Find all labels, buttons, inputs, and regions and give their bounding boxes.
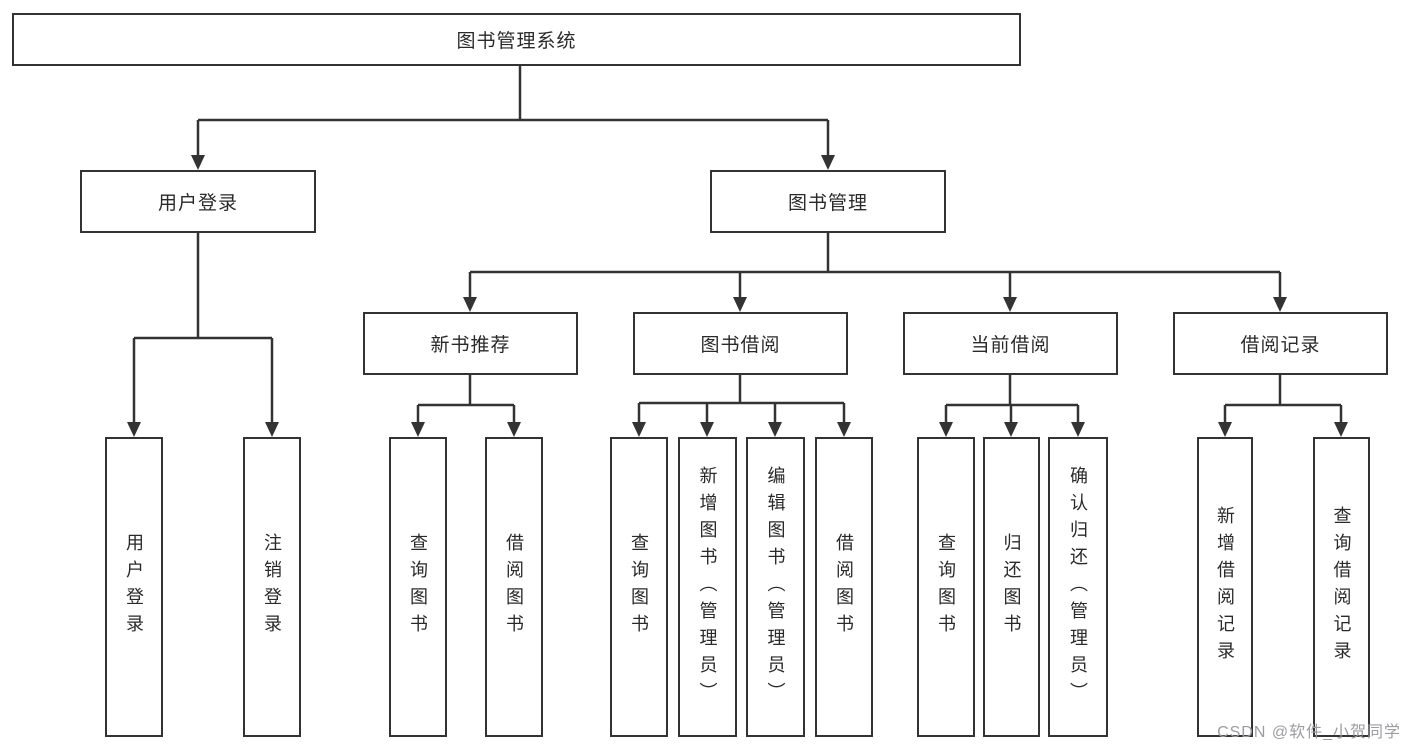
connector-current-to-leaves xyxy=(944,375,1080,423)
leaf-borrowing-query-books-label: 查询图书 xyxy=(629,533,649,641)
leaf-records-query-record: 查询借阅记录 xyxy=(1313,437,1370,737)
leaf-current-confirm-return-admin-label: 确认归还（管理员） xyxy=(1068,465,1088,709)
leaf-current-return-books: 归还图书 xyxy=(983,437,1040,737)
leaf-newbook-query-books-label: 查询图书 xyxy=(408,533,428,641)
node-library-system-label: 图书管理系统 xyxy=(456,31,577,52)
leaf-borrowing-borrow-books: 借阅图书 xyxy=(815,437,873,737)
leaf-newbook-borrow-books-label: 借阅图书 xyxy=(504,533,524,641)
connector-records-to-leaves xyxy=(1223,375,1343,423)
leaf-current-query-books: 查询图书 xyxy=(917,437,975,737)
leaf-records-add-record: 新增借阅记录 xyxy=(1197,437,1253,737)
node-book-management: 图书管理 xyxy=(710,170,946,233)
node-book-borrowing-label: 图书借阅 xyxy=(700,335,781,356)
connector-mgmt-to-level3 xyxy=(468,233,1282,298)
node-library-system: 图书管理系统 xyxy=(12,13,1021,66)
node-borrowing-records-label: 借阅记录 xyxy=(1240,335,1321,356)
leaf-borrowing-edit-books-admin-label: 编辑图书（管理员） xyxy=(765,465,786,709)
leaf-newbook-borrow-books: 借阅图书 xyxy=(485,437,543,737)
leaf-newbook-query-books: 查询图书 xyxy=(389,437,447,737)
leaf-logout: 注销登录 xyxy=(243,437,301,737)
leaf-records-add-record-label: 新增借阅记录 xyxy=(1215,506,1235,668)
node-current-borrowing-label: 当前借阅 xyxy=(970,335,1051,356)
connector-newbook-to-leaves xyxy=(416,375,516,423)
leaf-current-return-books-label: 归还图书 xyxy=(1001,533,1022,641)
node-current-borrowing: 当前借阅 xyxy=(903,312,1118,375)
leaf-borrowing-add-books-admin-label: 新增图书（管理员） xyxy=(697,465,718,709)
leaf-records-query-record-label: 查询借阅记录 xyxy=(1331,506,1352,668)
leaf-borrowing-query-books: 查询图书 xyxy=(610,437,668,737)
leaf-user-login-label: 用户登录 xyxy=(124,533,144,641)
leaf-borrowing-borrow-books-label: 借阅图书 xyxy=(834,533,854,641)
leaf-borrowing-add-books-admin: 新增图书（管理员） xyxy=(678,437,737,737)
node-new-book-recommend-label: 新书推荐 xyxy=(430,335,511,356)
connector-login-to-leaves xyxy=(132,233,274,423)
leaf-borrowing-edit-books-admin: 编辑图书（管理员） xyxy=(746,437,805,737)
leaf-user-login: 用户登录 xyxy=(105,437,163,737)
connector-root-to-level2 xyxy=(196,66,830,156)
node-book-borrowing: 图书借阅 xyxy=(633,312,848,375)
node-new-book-recommend: 新书推荐 xyxy=(363,312,578,375)
leaf-current-query-books-label: 查询图书 xyxy=(936,533,956,641)
node-book-management-label: 图书管理 xyxy=(787,193,868,214)
leaf-logout-label: 注销登录 xyxy=(262,533,282,641)
leaf-current-confirm-return-admin: 确认归还（管理员） xyxy=(1048,437,1108,737)
arrowheads xyxy=(127,155,1348,437)
node-borrowing-records: 借阅记录 xyxy=(1173,312,1388,375)
node-user-login: 用户登录 xyxy=(80,170,316,233)
watermark: CSDN @软件_小贺同学 xyxy=(1217,724,1401,741)
node-user-login-label: 用户登录 xyxy=(157,193,238,214)
connector-borrow-to-leaves xyxy=(637,375,846,423)
